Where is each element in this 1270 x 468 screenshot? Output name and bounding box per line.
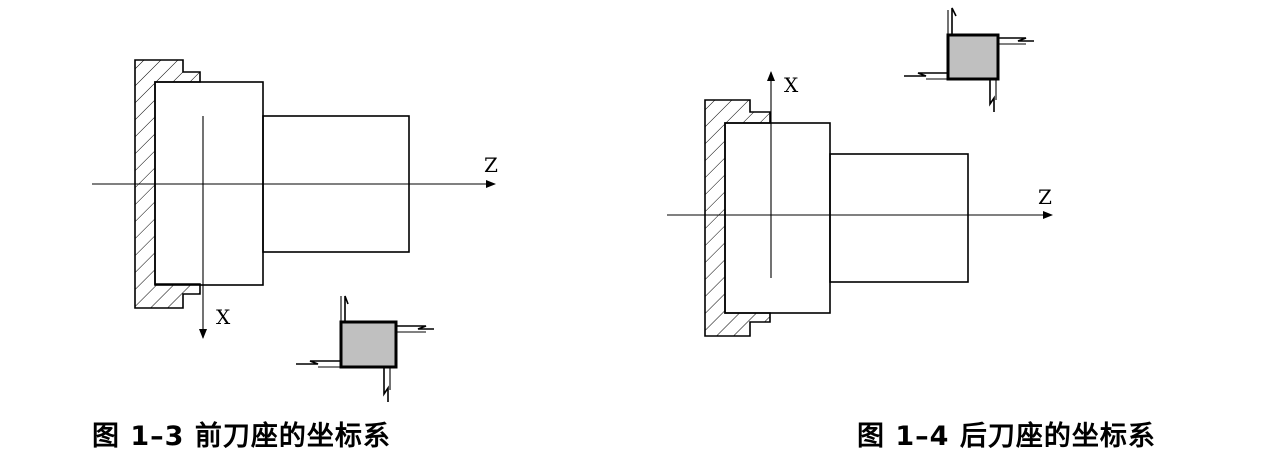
x-axis-label: X <box>784 73 799 97</box>
tool-holder-block <box>339 320 398 369</box>
z-axis-label: Z <box>484 153 498 177</box>
figure-1-3: Z X <box>92 59 498 402</box>
figure-1-4: Z X <box>667 7 1053 337</box>
figure-1-3-caption: 图 1–3 前刀座的坐标系 <box>92 421 391 452</box>
z-axis-label: Z <box>1038 185 1052 209</box>
x-axis-label: X <box>216 305 231 329</box>
figure-1-4-caption: 图 1–4 后刀座的坐标系 <box>857 421 1156 452</box>
workpiece-small-section <box>829 153 969 283</box>
tool-post <box>296 295 434 402</box>
tool-post <box>904 7 1034 112</box>
workpiece-large-section <box>724 122 831 314</box>
tool-holder-block <box>946 33 1000 81</box>
chuck-hatched <box>704 99 771 337</box>
